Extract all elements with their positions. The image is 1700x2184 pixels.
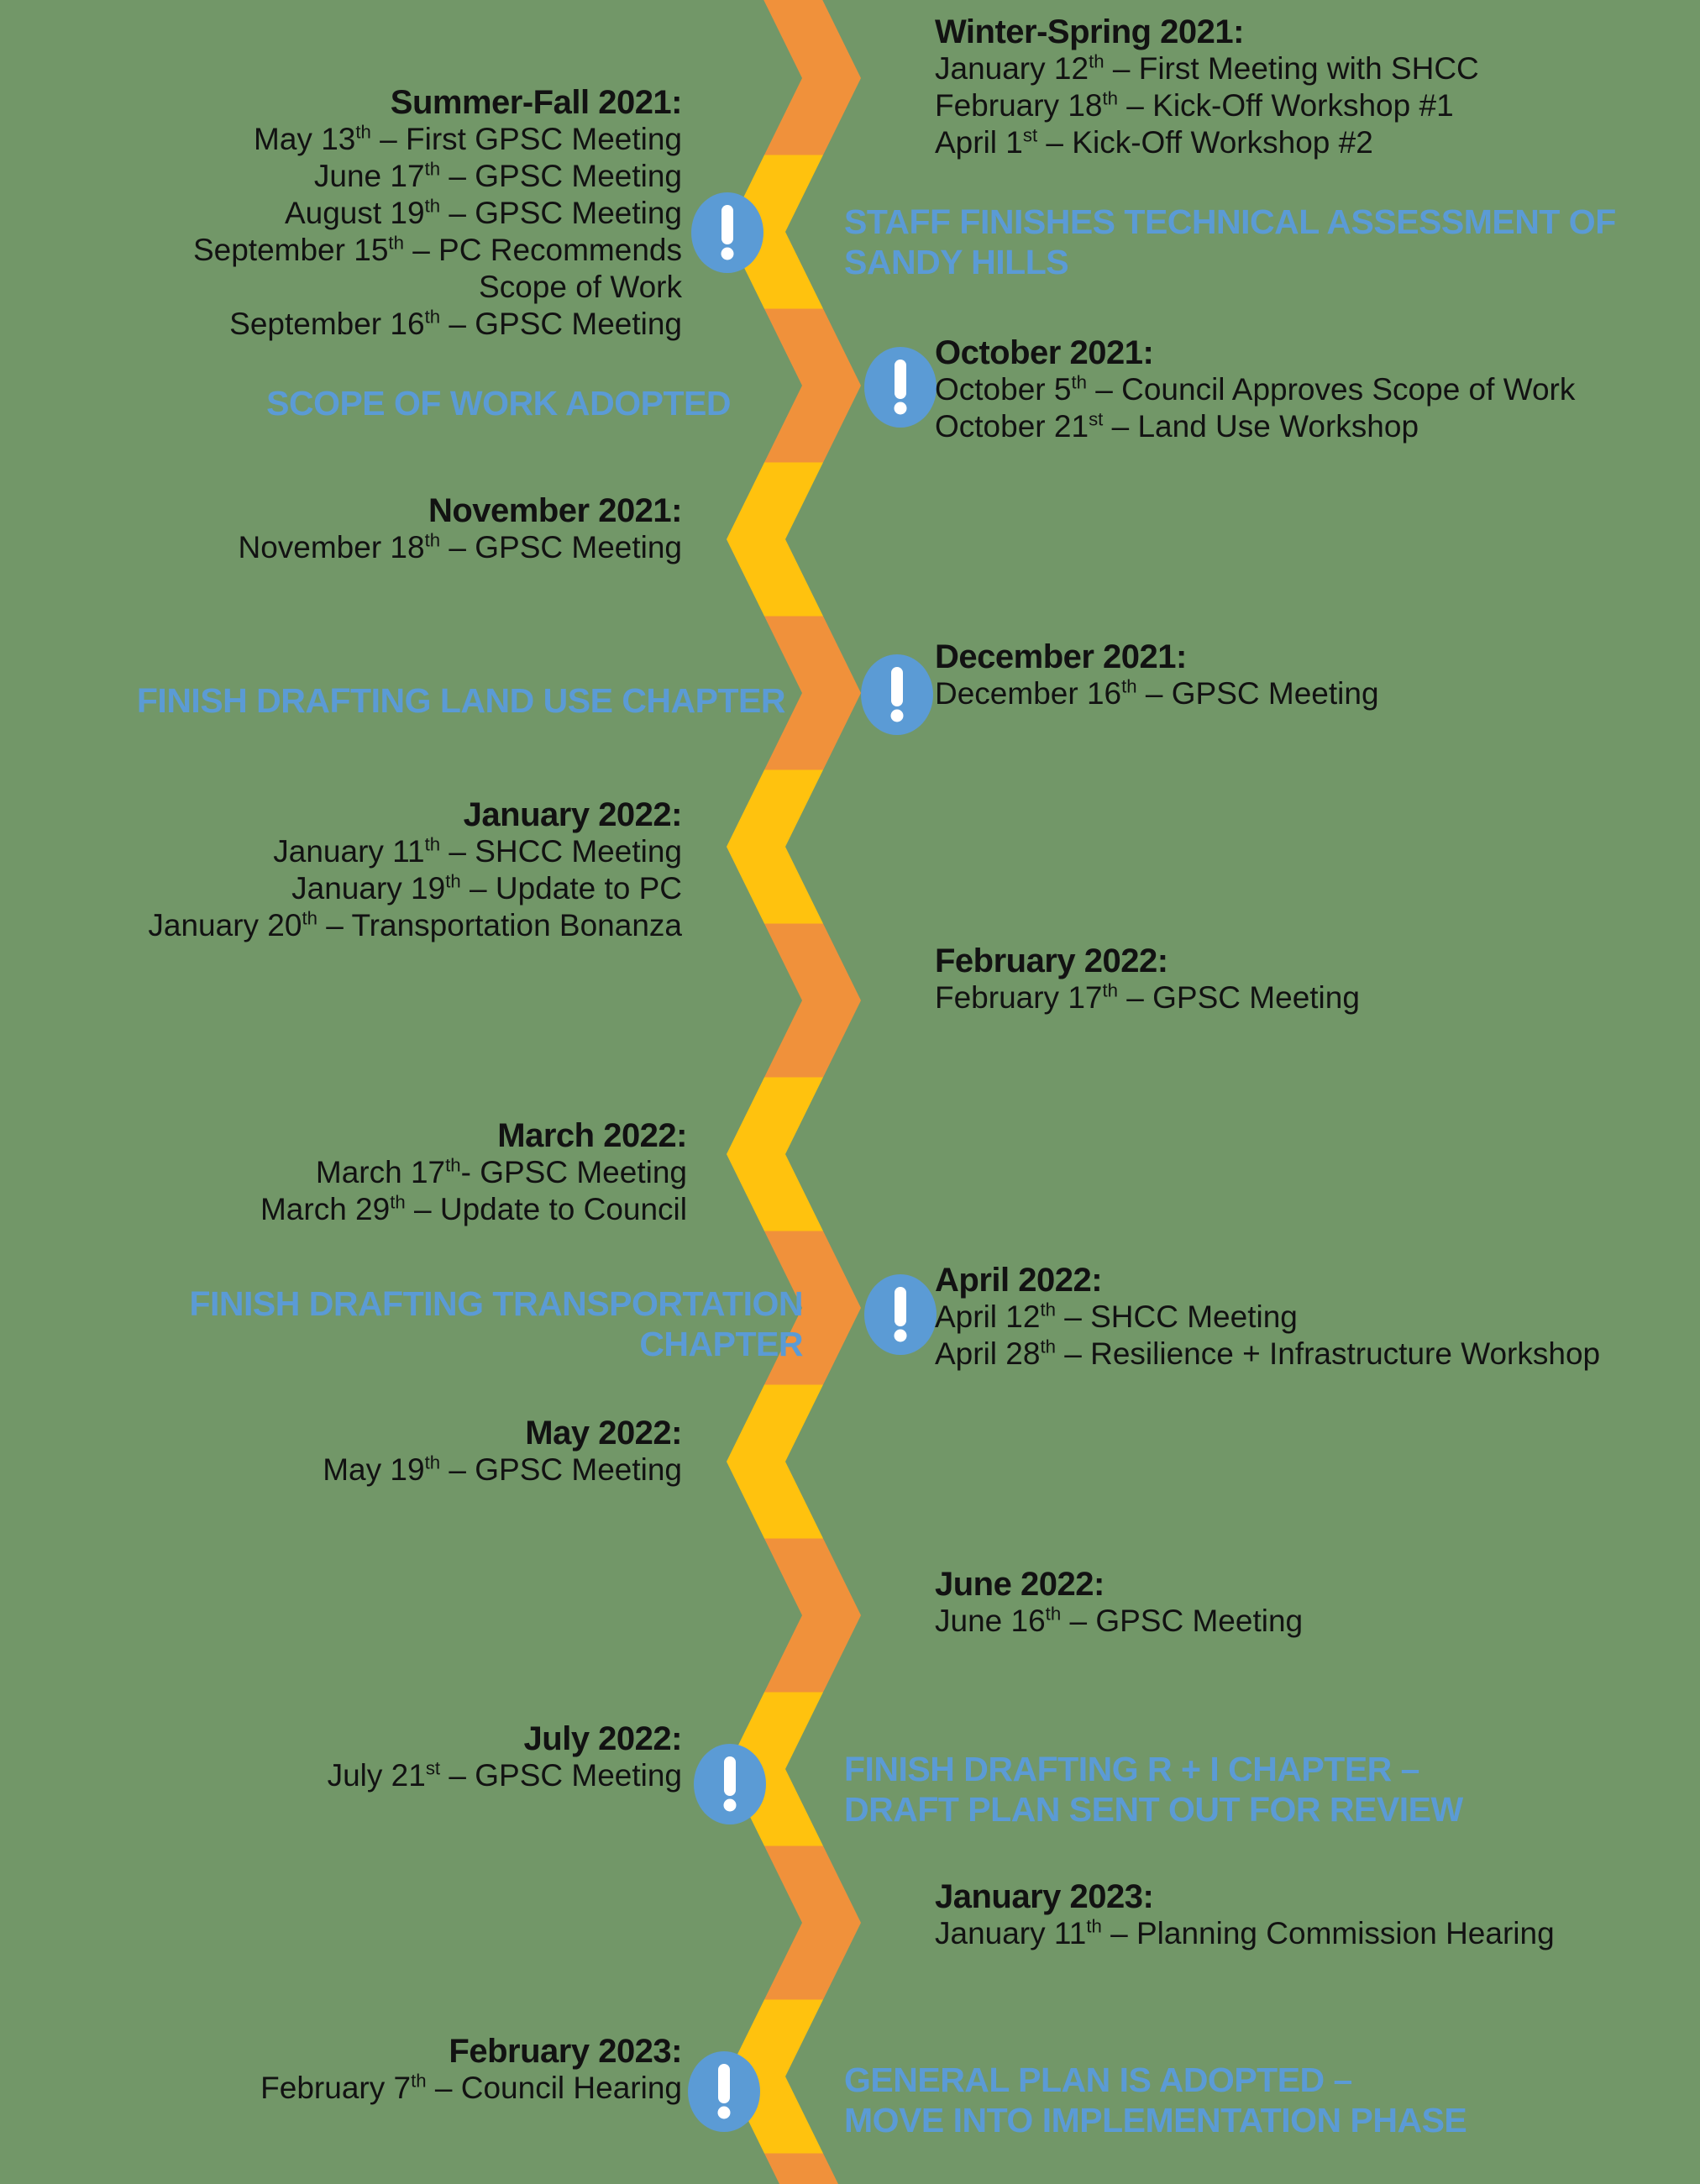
ribbon-band <box>0 1538 1700 1693</box>
entry-event-line: November 18th – GPSC Meeting <box>238 529 682 564</box>
entry-title: March 2022: <box>497 1117 687 1154</box>
timeline-entry-january-2023: January 2023:January 11th – Planning Com… <box>935 1878 1555 1952</box>
entry-event-line: January 20th – Transportation Bonanza <box>148 907 682 942</box>
entry-event-line: August 19th – GPSC Meeting <box>284 195 682 230</box>
exclamation-icon <box>894 360 907 415</box>
timeline-entry-october-2021: October 2021:October 5th – Council Appro… <box>935 334 1575 445</box>
entry-event-line: January 12th – First Meeting with SHCC <box>935 50 1479 86</box>
ribbon-band <box>0 1845 1700 2000</box>
milestone-line: CHAPTER <box>639 1325 803 1363</box>
milestone-line: DRAFT PLAN SENT OUT FOR REVIEW <box>844 1790 1463 1829</box>
timeline-entry-june-2022: June 2022:June 16th – GPSC Meeting <box>935 1566 1303 1640</box>
ribbon-band <box>0 2153 1700 2184</box>
timeline-entry-january-2022: January 2022:January 11th – SHCC Meeting… <box>148 796 682 944</box>
entry-event-line: January 11th – Planning Commission Heari… <box>935 1915 1555 1950</box>
entry-event-line: February 7th – Council Hearing <box>260 2070 682 2105</box>
milestone-label-general-plan-is-adopted: GENERAL PLAN IS ADOPTED –MOVE INTO IMPLE… <box>844 2060 1467 2140</box>
milestone-line: FINISH DRAFTING R + I CHAPTER – <box>844 1750 1419 1788</box>
entry-title: February 2022: <box>935 942 1168 979</box>
entry-event-line: June 16th – GPSC Meeting <box>935 1603 1304 1638</box>
entry-title: July 2022: <box>523 1720 683 1757</box>
entry-event-line: July 21st – GPSC Meeting <box>327 1757 682 1793</box>
entry-event-line: October 21st – Land Use Workshop <box>935 408 1419 444</box>
milestone-label-finish-drafting-r-i-chapter: FINISH DRAFTING R + I CHAPTER –DRAFT PLA… <box>844 1749 1463 1830</box>
ribbon-band <box>0 308 1700 463</box>
ribbon-band <box>0 1384 1700 1539</box>
timeline-entry-february-2023: February 2023:February 7th – Council Hea… <box>260 2033 682 2107</box>
entry-title: June 2022: <box>935 1566 1104 1603</box>
entry-title: November 2021: <box>428 492 683 529</box>
entry-event-line: December 16th – GPSC Meeting <box>935 675 1379 711</box>
entry-event-line: April 28th – Resilience + Infrastructure… <box>935 1336 1601 1371</box>
exclamation-icon <box>894 1287 907 1342</box>
milestone-marker <box>864 347 937 428</box>
ribbon-band <box>0 1231 1700 1385</box>
entry-title: Winter-Spring 2021: <box>935 13 1244 50</box>
entry-event-line: Scope of Work <box>479 270 682 304</box>
milestone-marker <box>864 1274 937 1355</box>
ribbon-band <box>0 0 1700 155</box>
exclamation-icon <box>890 667 904 722</box>
milestone-line: GENERAL PLAN IS ADOPTED – <box>844 2061 1352 2099</box>
entry-event-line: April 12th – SHCC Meeting <box>935 1299 1298 1334</box>
ribbon-band <box>0 769 1700 924</box>
timeline-entry-summer-fall-2021: Summer-Fall 2021:May 13th – First GPSC M… <box>192 84 683 343</box>
milestone-marker <box>688 2051 760 2132</box>
exclamation-icon <box>723 1756 737 1812</box>
milestone-line: FINISH DRAFTING TRANSPORTATION <box>189 1284 803 1323</box>
milestone-line: MOVE INTO IMPLEMENTATION PHASE <box>844 2101 1467 2139</box>
timeline-entry-november-2021: November 2021:November 18th – GPSC Meeti… <box>238 492 682 566</box>
milestone-line: STAFF FINISHES TECHNICAL ASSESSMENT OF <box>844 202 1616 241</box>
entry-event-line: June 17th – GPSC Meeting <box>313 158 682 193</box>
milestone-line: SCOPE OF WORK ADOPTED <box>266 384 731 423</box>
ribbon-band <box>0 923 1700 1078</box>
timeline-entry-july-2022: July 2022:July 21st – GPSC Meeting <box>327 1720 683 1794</box>
ribbon-band <box>0 1999 1700 2154</box>
entry-title: Summer-Fall 2021: <box>390 84 683 121</box>
entry-title: January 2022: <box>463 796 683 833</box>
ribbon-band <box>0 155 1700 309</box>
ribbon-band <box>0 462 1700 617</box>
timeline-entry-december-2021: December 2021:December 16th – GPSC Meeti… <box>935 638 1379 712</box>
exclamation-icon <box>717 2064 731 2119</box>
milestone-label-finish-drafting-land-use-chapter: FINISH DRAFTING LAND USE CHAPTER <box>136 680 786 721</box>
entry-event-line: February 18th – Kick-Off Workshop #1 <box>935 87 1454 123</box>
ribbon-band <box>0 1692 1700 1846</box>
entry-event-line: April 1st – Kick-Off Workshop #2 <box>935 124 1373 160</box>
entry-event-line: May 13th – First GPSC Meeting <box>254 121 682 156</box>
entry-event-line: May 19th – GPSC Meeting <box>323 1452 682 1487</box>
entry-title: October 2021: <box>935 334 1154 371</box>
entry-title: April 2022: <box>935 1262 1103 1299</box>
timeline-entry-may-2022: May 2022:May 19th – GPSC Meeting <box>323 1415 682 1488</box>
entry-title: December 2021: <box>935 638 1187 675</box>
entry-event-line: March 29th – Update to Council <box>260 1191 687 1226</box>
entry-event-line: March 17th- GPSC Meeting <box>315 1154 687 1189</box>
milestone-marker <box>691 192 763 273</box>
milestone-marker <box>861 654 933 735</box>
ribbon-band <box>0 1077 1700 1231</box>
entry-event-line: September 16th – GPSC Meeting <box>229 306 682 341</box>
entry-title: January 2023: <box>935 1878 1154 1915</box>
milestone-marker <box>694 1744 766 1824</box>
timeline-entry-winter-spring-2021: Winter-Spring 2021:January 12th – First … <box>935 13 1479 161</box>
milestone-label-scope-of-work-adopted: SCOPE OF WORK ADOPTED <box>266 383 731 423</box>
entry-event-line: February 17th – GPSC Meeting <box>935 979 1360 1015</box>
entry-title: May 2022: <box>525 1415 682 1452</box>
ribbon-band <box>0 616 1700 770</box>
entry-event-line: October 5th – Council Approves Scope of … <box>935 371 1576 407</box>
milestone-line: FINISH DRAFTING LAND USE CHAPTER <box>136 681 786 720</box>
milestone-line: SANDY HILLS <box>844 243 1069 281</box>
entry-event-line: January 19th – Update to PC <box>291 870 682 906</box>
entry-event-line: September 15th – PC Recommends <box>192 232 682 267</box>
entry-title: February 2023: <box>449 2033 682 2070</box>
entry-event-line: January 11th – SHCC Meeting <box>273 833 682 869</box>
exclamation-icon <box>721 205 734 260</box>
timeline-entry-february-2022: February 2022:February 17th – GPSC Meeti… <box>935 942 1360 1016</box>
